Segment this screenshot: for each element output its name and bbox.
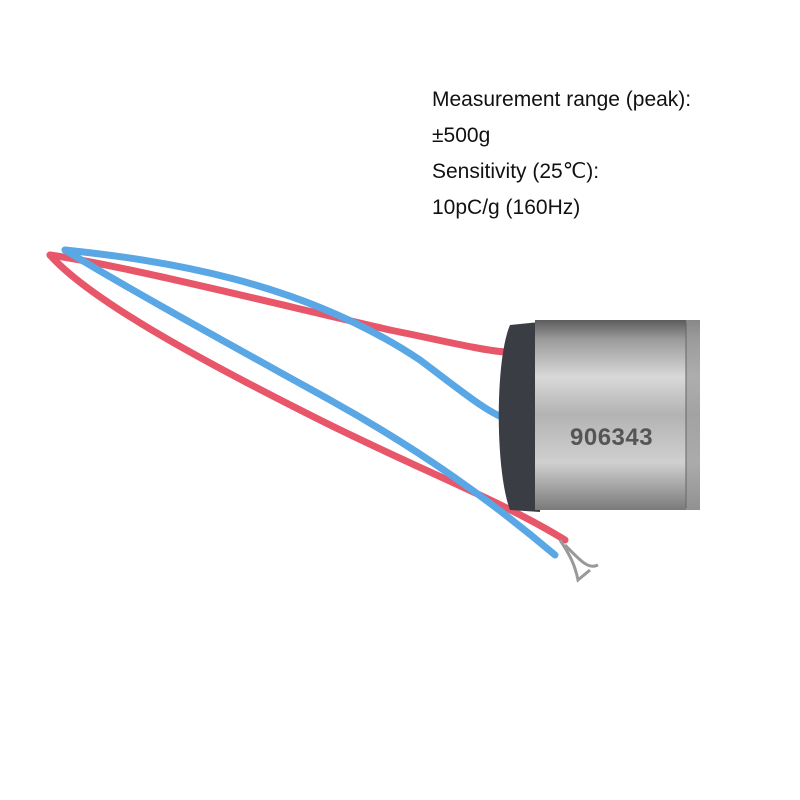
wire-tip [558,539,599,583]
red-wire [46,251,569,544]
serial-number: 906343 [570,424,654,451]
blue-wire [61,246,559,559]
spec-text: Measurement range (peak): ±500g Sensitiv… [432,82,691,226]
sensor-body [498,320,700,512]
measurement-range-label: Measurement range (peak): [432,88,692,111]
sensitivity-label: Sensitivity (25℃): [432,160,600,183]
sensitivity-value: 10pC/g (160Hz) [432,196,581,219]
measurement-range-value: ±500g [432,124,491,147]
